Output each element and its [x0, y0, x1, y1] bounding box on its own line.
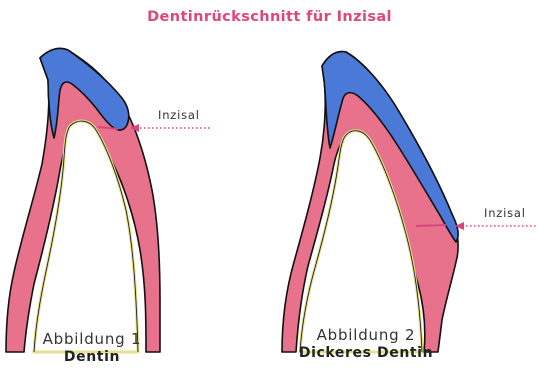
- caption-2-subtitle: Dickeres Dentin: [286, 345, 446, 361]
- caption-figure-2: Abbildung 2 Dickeres Dentin: [286, 326, 446, 361]
- tooth-2-incisal-marker: [416, 225, 446, 226]
- pointer-1-label: Inzisal: [158, 108, 200, 122]
- caption-1-subtitle: Dentin: [12, 349, 172, 365]
- caption-1-title: Abbildung 1: [12, 330, 172, 348]
- tooth-figure-1: Inzisal: [6, 48, 212, 352]
- caption-2-title: Abbildung 2: [286, 326, 446, 344]
- caption-figure-1: Abbildung 1 Dentin: [12, 330, 172, 365]
- pointer-2-label: Inzisal: [484, 206, 526, 220]
- tooth-figure-2: Inzisal: [282, 52, 536, 352]
